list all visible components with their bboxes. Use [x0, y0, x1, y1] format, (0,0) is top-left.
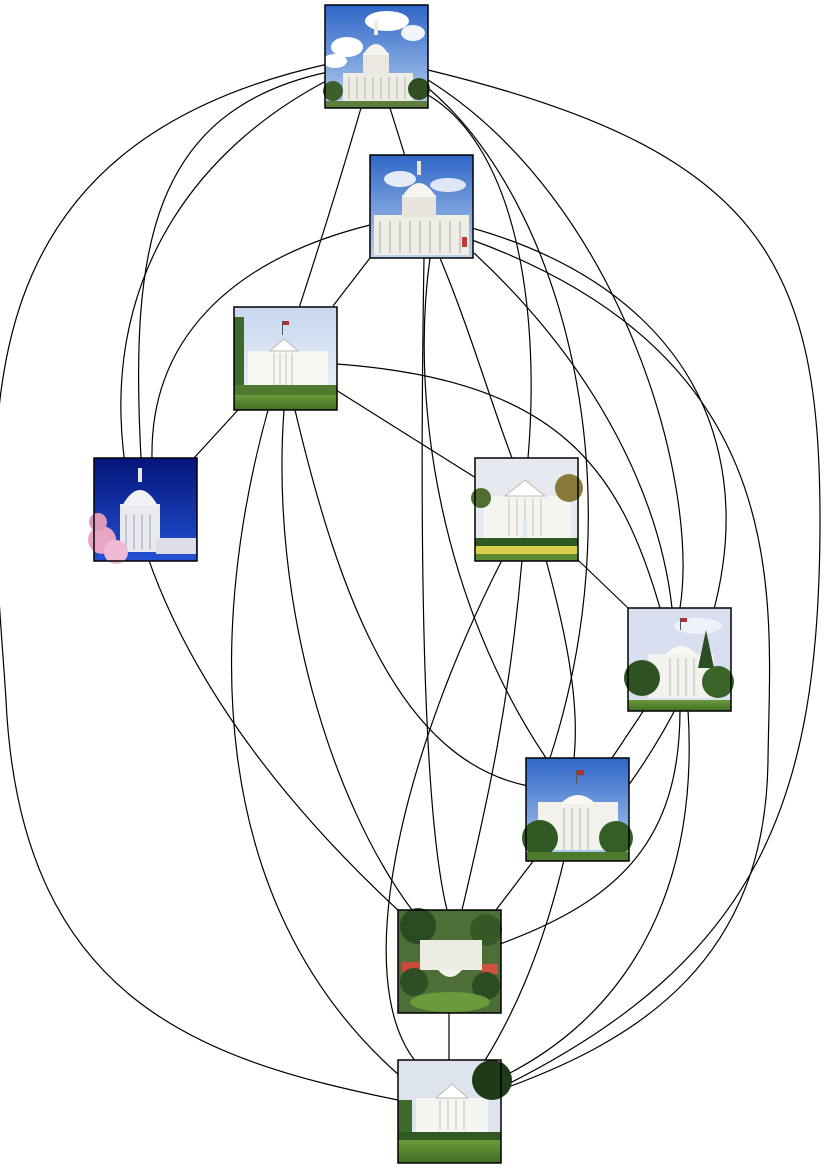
edge: [611, 709, 645, 759]
edge: [427, 87, 589, 759]
edge: [137, 71, 329, 459]
edge: [421, 257, 448, 911]
white-house-node[interactable]: [471, 457, 583, 562]
white-house-node[interactable]: [522, 757, 633, 862]
node-layer: [88, 4, 734, 1164]
edge: [335, 389, 477, 479]
edge: [389, 107, 406, 157]
edge: [495, 859, 535, 911]
edge: [499, 709, 681, 945]
capitol-node[interactable]: [369, 154, 474, 259]
edge: [151, 224, 371, 459]
edge: [385, 559, 503, 1063]
edge: [231, 409, 401, 1077]
edge: [545, 559, 576, 759]
edge: [335, 363, 661, 609]
edge: [483, 859, 565, 1063]
edge: [471, 239, 771, 1091]
edge: [0, 63, 399, 1101]
capitol-node[interactable]: [323, 4, 430, 109]
edge: [439, 257, 513, 459]
edge: [193, 409, 239, 459]
edge: [499, 709, 690, 1079]
edge: [473, 252, 673, 609]
white-house-node[interactable]: [397, 1059, 512, 1164]
edge: [427, 94, 532, 459]
edge: [298, 107, 362, 309]
edge: [461, 559, 523, 911]
white-house-node[interactable]: [624, 607, 734, 712]
edge: [120, 79, 401, 913]
edge: [294, 409, 529, 787]
white-house-node[interactable]: [233, 306, 338, 411]
edge: [281, 409, 413, 911]
edge: [332, 257, 371, 307]
white-house-node[interactable]: [397, 908, 502, 1014]
edge: [577, 559, 629, 609]
edge: [427, 79, 684, 609]
capitol-node[interactable]: [88, 457, 198, 564]
edge: [427, 69, 821, 1089]
